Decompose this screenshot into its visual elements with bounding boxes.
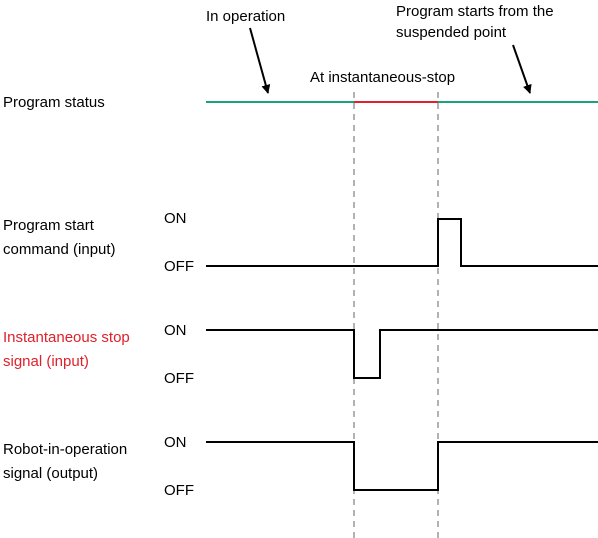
stop-signal-waveform — [206, 329, 598, 379]
robot-operation-waveform — [206, 441, 598, 491]
stop-signal-off-level-label: OFF — [164, 370, 194, 387]
annotation-in-operation: In operation — [206, 8, 285, 25]
arrow-in-operation — [249, 27, 271, 94]
row-label-program-status: Program status — [3, 94, 105, 111]
row-label-robot-operation-line1: Robot-in-operation — [3, 441, 127, 458]
arrow-restart — [512, 44, 532, 94]
annotation-instant-stop: At instantaneous-stop — [310, 69, 455, 86]
annotation-restart-line2: suspended point — [396, 24, 507, 41]
row-label-start-command-line2: command (input) — [3, 241, 116, 258]
start-command-off-level-label: OFF — [164, 258, 194, 275]
annotation-restart-line1: Program starts from the — [396, 3, 554, 20]
row-label-start-command-line1: Program start — [3, 217, 95, 234]
row-label-stop-signal-line1: Instantaneous stop — [3, 329, 130, 346]
stop-signal-on-level-label: ON — [164, 322, 187, 339]
row-label-robot-operation-line2: signal (output) — [3, 465, 98, 482]
robot-operation-off-level-label: OFF — [164, 482, 194, 499]
start-command-on-level-label: ON — [164, 210, 187, 227]
robot-operation-on-level-label: ON — [164, 434, 187, 451]
start-command-waveform — [206, 218, 598, 267]
row-label-stop-signal-line2: signal (input) — [3, 353, 89, 370]
